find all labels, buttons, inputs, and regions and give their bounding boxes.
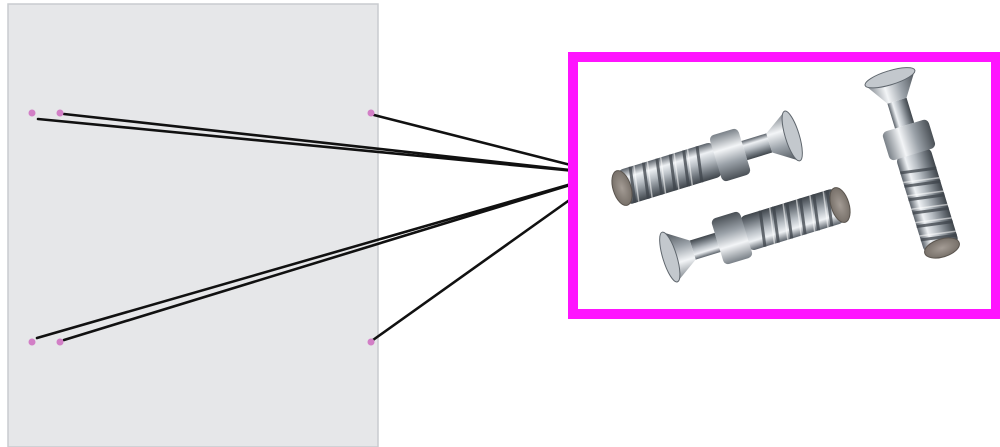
connector-line-bottom-3 [371,172,608,342]
drill-point-top-2 [56,109,64,117]
connector-line-bottom-1 [35,172,608,340]
drill-point-bottom-2 [56,338,64,346]
connector-lines [35,112,608,342]
drill-point-bottom-1 [28,338,36,346]
panel-board [7,3,379,447]
drill-point-top-1 [28,109,36,117]
drill-point-bottom-3 [367,338,375,346]
connector-line-top-2 [62,112,608,176]
drill-point-top-3 [367,109,375,117]
connector-line-top-1 [36,117,608,176]
connector-line-top-3 [372,113,608,176]
connector-line-bottom-2 [62,172,608,342]
